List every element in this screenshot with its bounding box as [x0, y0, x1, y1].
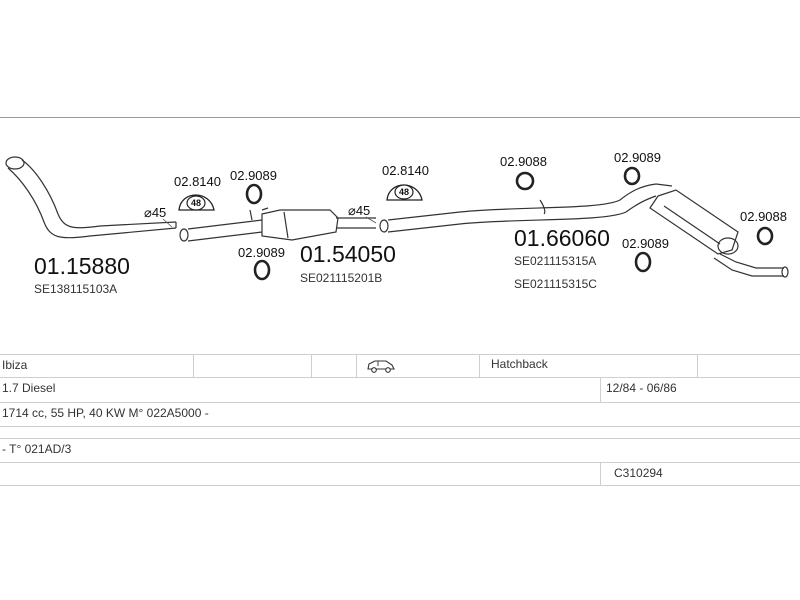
- part-code: SE021115315C: [514, 277, 597, 291]
- catalog-code: C310294: [614, 466, 663, 480]
- row-divider: [0, 426, 800, 427]
- engine-specs: 1714 cc, 55 HP, 40 KW M° 022A5000 -: [2, 406, 209, 420]
- engine-type: 1.7 Diesel: [2, 381, 56, 395]
- model-name: Ibiza: [2, 358, 28, 372]
- part-number: 01.54050: [300, 241, 396, 267]
- col-divider: [600, 377, 601, 402]
- hanger-icon: [245, 183, 263, 205]
- rear-pipe: [379, 183, 789, 278]
- col-divider: [193, 354, 194, 377]
- clamp-ref: 02.8140: [174, 174, 221, 189]
- pipe-diameter: ⌀45: [144, 205, 166, 220]
- hanger-icon: [623, 166, 641, 186]
- hanger-ref: 02.9088: [740, 209, 787, 224]
- col-divider: [697, 354, 698, 377]
- car-icon: [366, 358, 396, 377]
- exhaust-diagram: 48 48 02.8140 02.8140 02.9089 02.9089 02…: [5, 150, 789, 296]
- col-divider: [479, 354, 480, 377]
- row-divider: [0, 377, 800, 378]
- top-rule: [0, 117, 800, 118]
- row-divider: [0, 438, 800, 439]
- engine-code: - T° 021AD/3: [2, 442, 72, 456]
- part-code: SE021115315A: [514, 254, 596, 268]
- row-divider: [0, 462, 800, 463]
- clamp-size: 48: [399, 187, 409, 197]
- part-code: SE138115103A: [34, 282, 117, 296]
- part-number: 01.66060: [514, 225, 610, 251]
- hanger-icon: [756, 226, 774, 246]
- intermediate-pipe: [179, 207, 376, 242]
- clamp-1: 48: [178, 194, 215, 211]
- clamp-size: 48: [191, 198, 201, 208]
- hanger-ref: 02.9089: [230, 168, 277, 183]
- row-divider: [0, 485, 800, 486]
- body-type: Hatchback: [491, 357, 548, 371]
- part-number: 01.15880: [34, 253, 130, 279]
- part-code: SE021115201B: [300, 271, 382, 285]
- hanger-ref: 02.9089: [622, 236, 669, 251]
- hanger-ref: 02.9089: [614, 150, 661, 165]
- row-divider: [0, 354, 800, 355]
- hanger-icon: [253, 259, 271, 281]
- col-divider: [356, 354, 357, 377]
- production-years: 12/84 - 06/86: [606, 381, 677, 395]
- clamp-ref: 02.8140: [382, 163, 429, 178]
- hanger-icon: [515, 171, 535, 191]
- col-divider: [311, 354, 312, 377]
- hanger-ref: 02.9088: [500, 154, 547, 169]
- hanger-ref: 02.9089: [238, 245, 285, 260]
- pipe-diameter: ⌀45: [348, 203, 370, 218]
- front-pipe: [5, 156, 177, 239]
- col-divider: [600, 462, 601, 485]
- row-divider: [0, 402, 800, 403]
- hanger-icon: [634, 251, 652, 273]
- clamp-2: 48: [386, 184, 423, 201]
